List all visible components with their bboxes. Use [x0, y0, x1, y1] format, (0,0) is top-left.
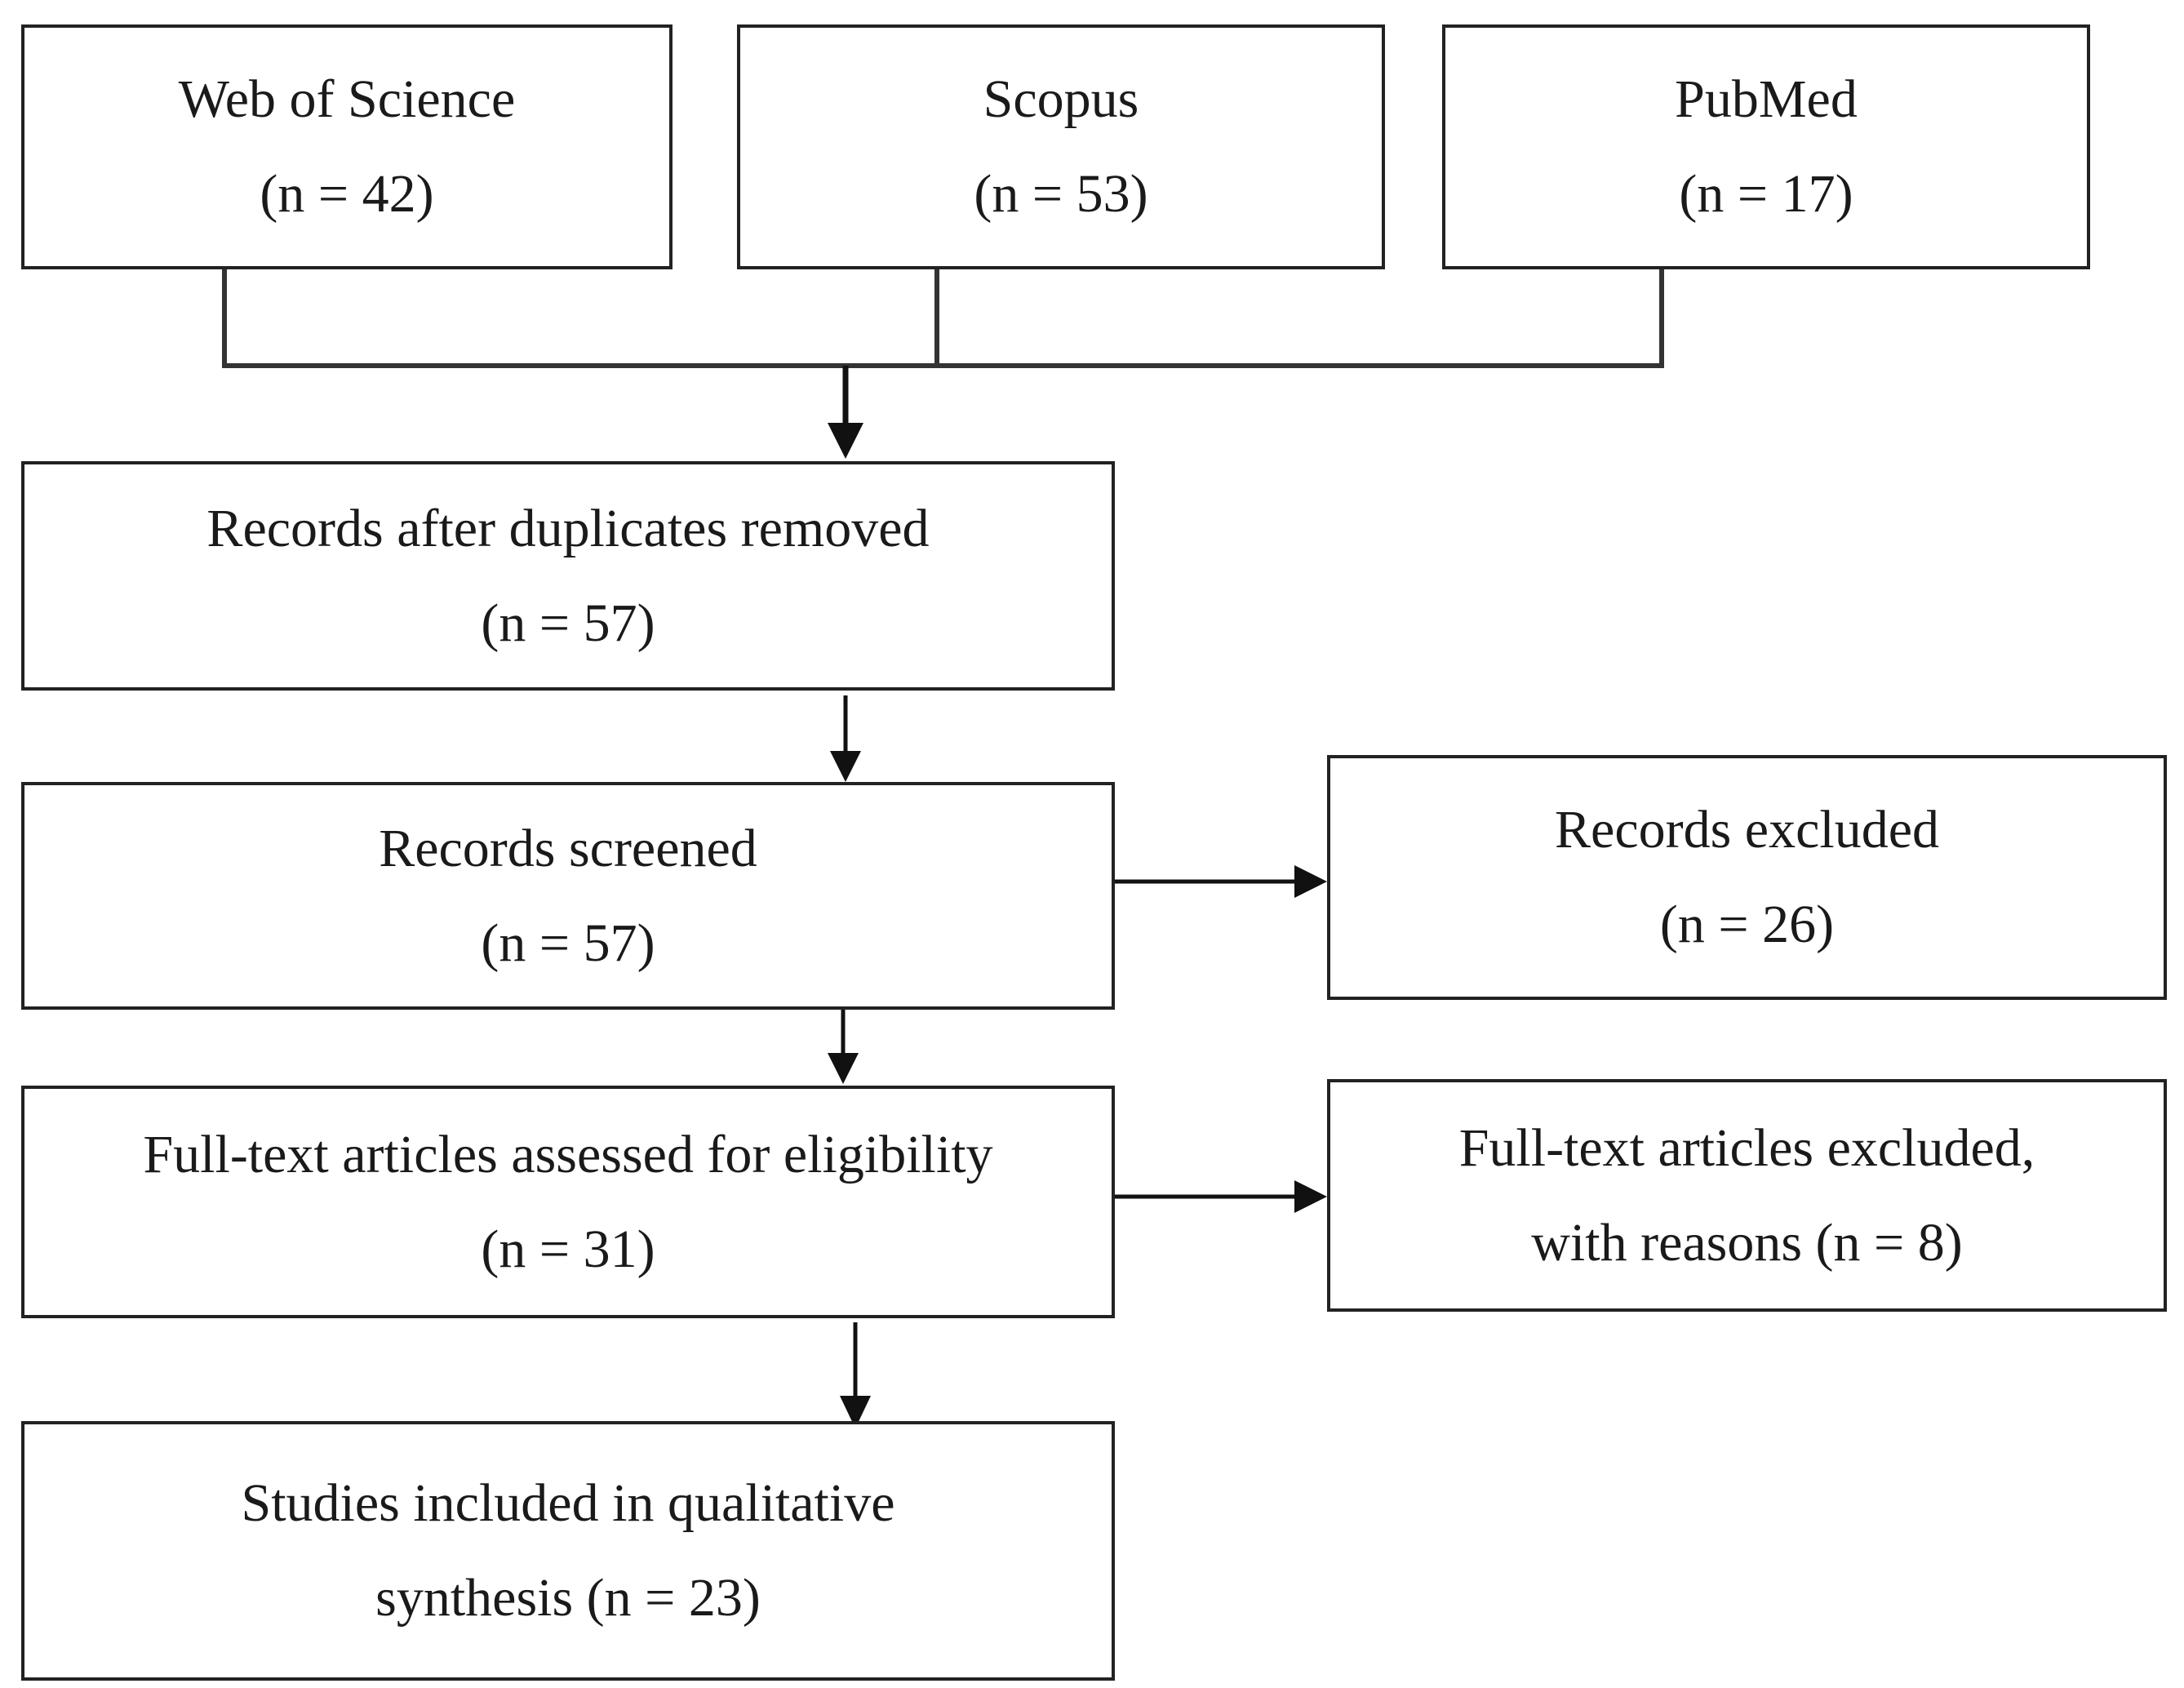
arrowhead-merge-to-dedup: [828, 423, 863, 459]
fulltext-excluded-label: Full-text articles excluded,: [1458, 1117, 2035, 1178]
included-box: Studies included in qualitative synthesi…: [21, 1421, 1115, 1681]
dedup-label: Records after duplicates removed: [206, 498, 930, 558]
dedup-box: Records after duplicates removed (n = 57…: [21, 461, 1115, 691]
source-name: Scopus: [983, 69, 1139, 129]
source-count: (n = 17): [1679, 164, 1853, 224]
source-box-pubmed: PubMed (n = 17): [1442, 24, 2090, 269]
arrowhead-screened-to-assessed: [828, 1053, 859, 1084]
arrowhead-screened-to-excluded: [1294, 865, 1327, 898]
fulltext-excluded-reason: with reasons (n = 8): [1531, 1212, 1963, 1273]
source-count: (n = 42): [260, 164, 434, 224]
excluded-box: Records excluded (n = 26): [1327, 755, 2167, 1000]
assessed-count: (n = 31): [481, 1219, 655, 1279]
arrowhead-dedup-to-screened: [830, 751, 861, 782]
included-label: Studies included in qualitative: [241, 1473, 895, 1533]
screened-label: Records screened: [379, 818, 757, 878]
source-name: PubMed: [1675, 69, 1858, 129]
assessed-box: Full-text articles assessed for eligibil…: [21, 1086, 1115, 1318]
fulltext-excluded-box: Full-text articles excluded, with reason…: [1327, 1079, 2167, 1312]
arrowhead-assessed-to-fulltext-excluded: [1294, 1180, 1327, 1213]
source-box-scopus: Scopus (n = 53): [737, 24, 1385, 269]
arrowhead-assessed-to-included: [840, 1396, 871, 1428]
screened-box: Records screened (n = 57): [21, 782, 1115, 1010]
source-box-web-of-science: Web of Science (n = 42): [21, 24, 673, 269]
assessed-label: Full-text articles assessed for eligibil…: [143, 1124, 993, 1184]
source-name: Web of Science: [178, 69, 516, 129]
excluded-label: Records excluded: [1555, 800, 1939, 860]
excluded-count: (n = 26): [1659, 895, 1835, 954]
dedup-count: (n = 57): [481, 593, 655, 653]
source-count: (n = 53): [974, 164, 1148, 224]
sources-merge-bracket: [222, 269, 1664, 368]
screened-count: (n = 57): [481, 913, 655, 973]
included-count: synthesis (n = 23): [375, 1568, 761, 1628]
